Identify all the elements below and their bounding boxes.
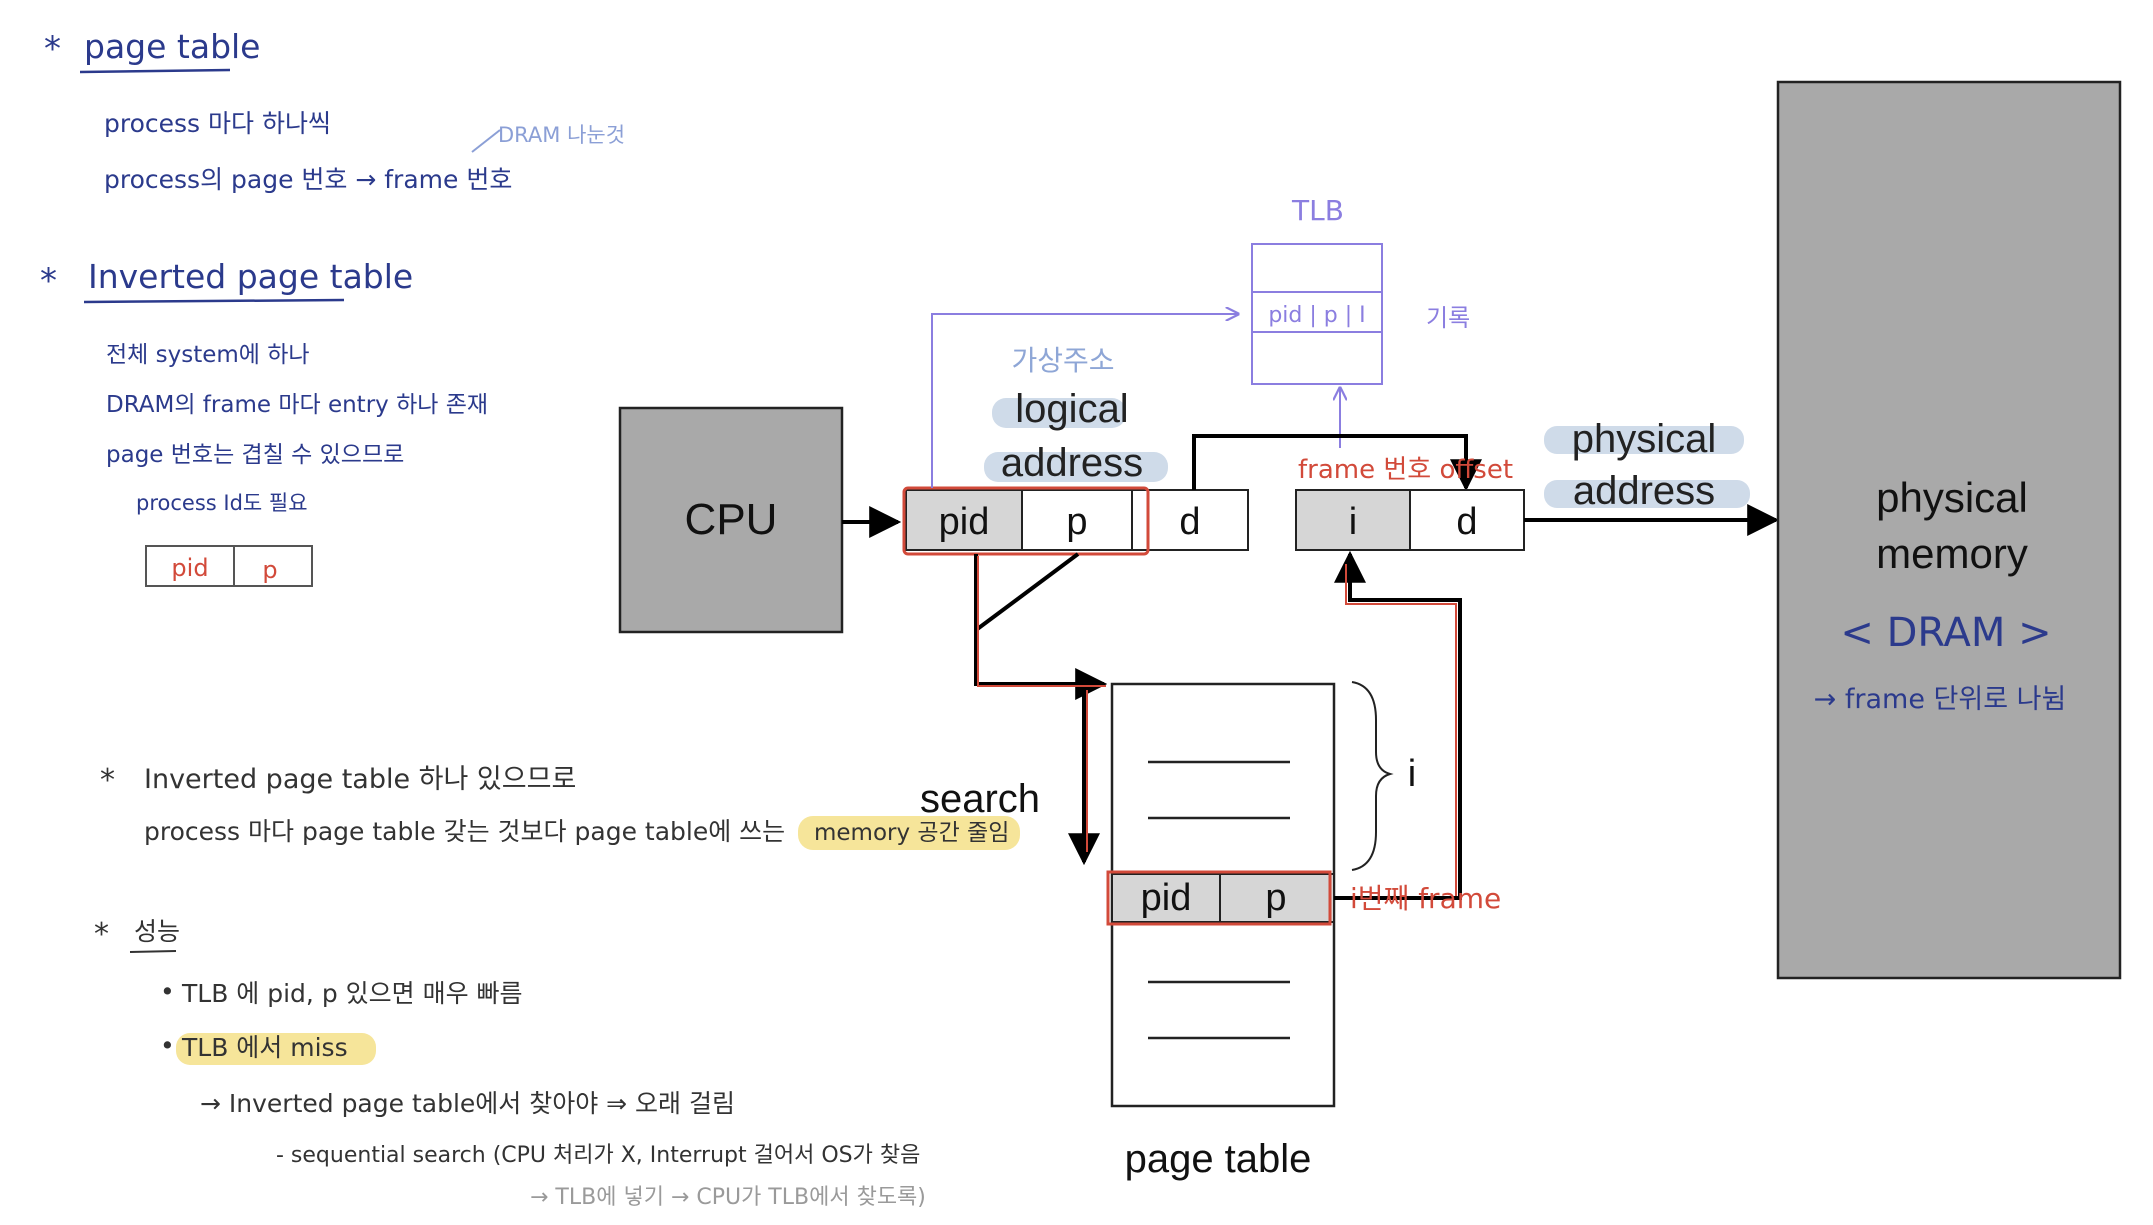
note-bullet: page 번호는 겹칠 수 있으므로	[106, 442, 404, 468]
highlight-marker	[176, 1033, 376, 1065]
highlight-marker	[984, 452, 1168, 482]
cpu-box: CPU	[618, 406, 844, 634]
page-table-heading: page table	[84, 27, 261, 66]
performance-bullet-miss: TLB 에서 miss	[181, 1033, 348, 1062]
notes-performance: * 성능 • TLB 에 pid, p 있으면 매우 빠름 • TLB 에서 m…	[94, 917, 926, 1210]
search-label: search	[920, 777, 1040, 821]
highlight-marker	[992, 398, 1126, 428]
tlb-record-arrow	[931, 314, 1238, 488]
note-bullet: process의 page 번호 → frame 번호	[104, 165, 512, 194]
frame-division-note: → frame 단위로 나뉨	[1814, 684, 2067, 715]
virtual-address-ko-label: 가상주소	[1011, 344, 1114, 377]
note-bullet: 전체 system에 하나	[106, 342, 310, 368]
physical-label: physical	[1572, 417, 1717, 461]
asterisk-icon: *	[94, 917, 109, 952]
red-trace	[1345, 564, 1457, 896]
performance-sub: → TLB에 넣기 → CPU가 TLB에서 찾도록)	[530, 1185, 926, 1210]
red-outline	[902, 486, 1150, 556]
physical-i-cell: i	[1349, 501, 1357, 543]
dram-annotation: DRAM 나눈것	[498, 123, 625, 147]
notes-memory-saving: * Inverted page table 하나 있으므로 process 마다…	[100, 763, 1020, 850]
highlight-marker	[798, 816, 1020, 850]
note-bullet: DRAM의 frame 마다 entry 하나 존재	[106, 392, 488, 418]
logical-d-cell: d	[1179, 501, 1200, 543]
note-continuation: process Id도 필요	[136, 491, 308, 515]
sketch-pid-cell: pid	[171, 554, 208, 582]
performance-bullet-fast: TLB 에 pid, p 있으면 매우 빠름	[181, 979, 523, 1008]
performance-sub: - sequential search (CPU 처리가 X, Interrup…	[276, 1143, 920, 1168]
entry-p-cell: p	[1265, 877, 1286, 919]
asterisk-icon: *	[44, 29, 61, 69]
page-table: pid p page table	[1106, 682, 1336, 1181]
tlb-box: TLB pid | p | I 기록	[1251, 194, 1470, 385]
performance-bullet: •	[160, 977, 175, 1006]
cpu-label: CPU	[685, 495, 778, 544]
offset-passthrough-arrow	[1192, 434, 1482, 492]
performance-bullet: •	[160, 1031, 175, 1060]
logical-address-register: pid p d	[902, 486, 1249, 556]
index-return-arrow	[1334, 550, 1462, 900]
physical-memory-line2: memory	[1876, 530, 2028, 577]
highlight-marker	[1544, 480, 1750, 508]
inverted-page-table-heading: Inverted page table	[88, 257, 413, 296]
performance-heading: 성능	[134, 917, 180, 946]
sketch-p-cell: p	[262, 556, 277, 584]
physical-memory-box: physical memory < DRAM > → frame 단위로 나뉨	[1776, 80, 2122, 980]
index-brace	[1351, 681, 1394, 871]
ith-frame-annotation: i번째 frame	[1350, 882, 1501, 915]
red-trace	[977, 556, 1106, 687]
tlb-record-note: 기록	[1426, 304, 1470, 332]
note-bullet: process 마다 하나씩	[104, 109, 331, 138]
heading-underline	[129, 950, 177, 953]
search-diagonal-line	[974, 552, 1080, 632]
logical-p-cell: p	[1066, 501, 1087, 543]
heading-underline	[83, 298, 345, 304]
pid-p-sketch: pid p	[145, 545, 313, 587]
index-i-label: i	[1408, 753, 1416, 795]
matching-entry-row	[1111, 873, 1335, 923]
tlb-entry: pid | p | I	[1268, 303, 1365, 328]
page-table-label: page table	[1125, 1137, 1312, 1181]
red-outline	[1106, 870, 1332, 926]
heading-underline	[79, 68, 231, 74]
asterisk-icon: *	[40, 261, 57, 301]
memory-note-line2: process 마다 page table 갖는 것보다 page table에…	[144, 817, 785, 846]
performance-sub: → Inverted page table에서 찾아야 ⇒ 오래 걸림	[200, 1089, 735, 1118]
notes-page-table: * page table process 마다 하나씩 process의 pag…	[44, 27, 625, 194]
asterisk-icon: *	[100, 763, 115, 798]
physical-address-register: i d	[1295, 489, 1525, 551]
highlight-marker	[1544, 426, 1744, 454]
logical-label: logical	[1015, 387, 1128, 431]
physical-d-cell: d	[1456, 501, 1477, 543]
memory-note-line1: Inverted page table 하나 있으므로	[144, 764, 576, 795]
entry-pid-cell: pid	[1141, 877, 1192, 919]
frame-offset-annotation: frame 번호 offset	[1298, 455, 1513, 485]
physical-address-label: address	[1573, 469, 1715, 513]
physical-memory-line1: physical	[1876, 474, 2028, 521]
logical-pid-cell: pid	[939, 501, 990, 543]
memory-note-highlight: memory 공간 줄임	[814, 820, 1009, 846]
address-label: address	[1001, 441, 1143, 485]
search-path-arrow	[974, 554, 1108, 700]
tlb-title: TLB	[1291, 194, 1344, 227]
dram-label: < DRAM >	[1840, 610, 2051, 656]
notes-inverted-page-table: * Inverted page table 전체 system에 하나 DRAM…	[40, 257, 488, 587]
annotation-arrow	[471, 129, 501, 153]
